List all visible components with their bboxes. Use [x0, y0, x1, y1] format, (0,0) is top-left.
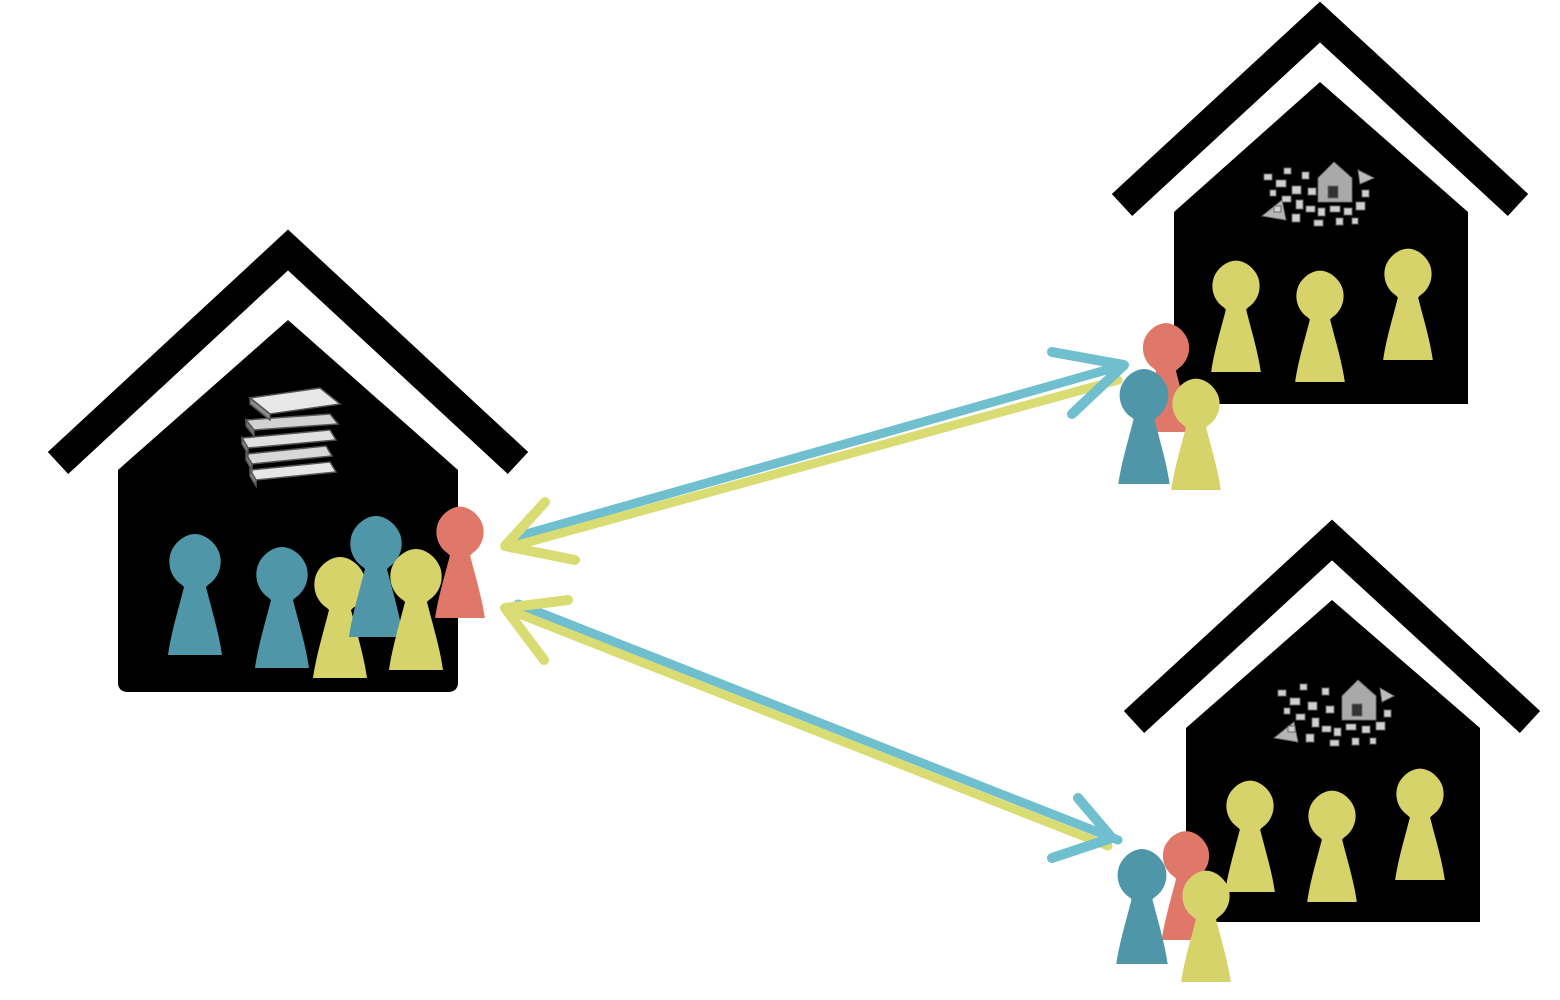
house-blocks-bottom-roof [1123, 519, 1541, 734]
books-icon [240, 387, 342, 489]
arrow-line-teal-top [507, 360, 1129, 543]
arrowhead-left-top [500, 497, 580, 565]
house-library-roof [47, 229, 529, 475]
pawn-yellow [1171, 378, 1221, 490]
building-blocks-icon [1260, 161, 1376, 227]
arrowhead-left-bottom [500, 595, 573, 665]
arrowhead-right-top [1047, 347, 1129, 419]
arrow-line-teal-bottom [513, 599, 1123, 845]
arrowhead-right-bottom [1047, 793, 1117, 863]
connection-top [500, 347, 1129, 565]
house-blocks-top-roof [1111, 1, 1529, 217]
connection-bottom [500, 595, 1123, 863]
building-blocks-icon [1272, 679, 1396, 747]
pawn-teal [1116, 849, 1168, 964]
arrow-line-yellow-bottom [509, 607, 1113, 851]
arrow-line-yellow-top [509, 375, 1123, 551]
